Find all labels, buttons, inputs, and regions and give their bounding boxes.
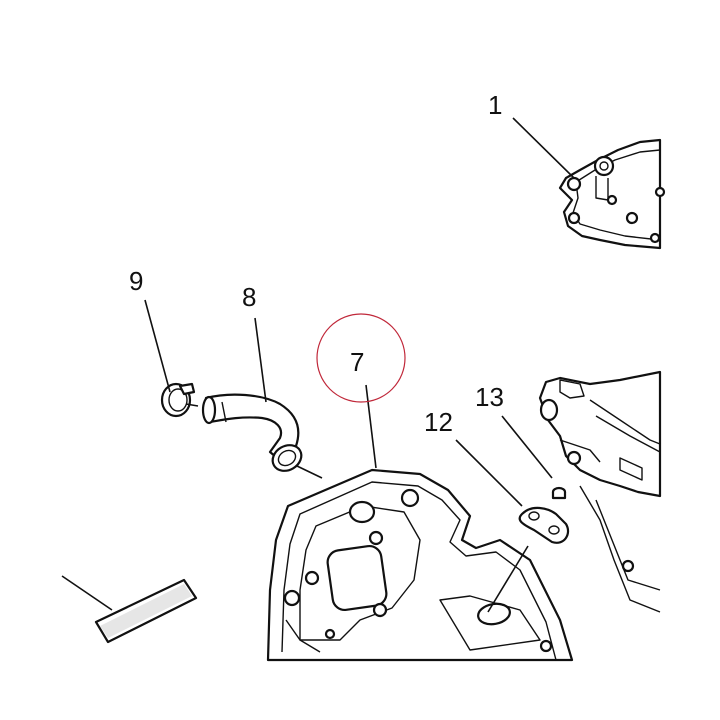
leader-9: [144, 299, 171, 393]
callout-9: 9: [129, 266, 143, 296]
callout-8: 8: [242, 282, 256, 312]
leader-strip: [61, 575, 113, 611]
part-7-cover-body[interactable]: [266, 468, 574, 662]
leader-12-gasket: [487, 545, 529, 613]
callout-13: 13: [475, 382, 504, 412]
callout-1: 1: [488, 90, 502, 120]
callout-7: 7: [350, 347, 364, 377]
leader-8: [254, 317, 267, 403]
part-9-clamp[interactable]: [160, 382, 199, 418]
callout-12: 12: [424, 407, 453, 437]
leader-12: [455, 439, 523, 507]
highlight-circle: [316, 313, 406, 403]
part-1-cover[interactable]: [558, 138, 666, 250]
part-12-gasket[interactable]: [518, 506, 570, 544]
leader-1: [512, 117, 575, 179]
leader-13: [501, 415, 553, 479]
part-13-screw[interactable]: [551, 486, 567, 500]
adhesive-strip[interactable]: [94, 578, 198, 644]
part-8-hose[interactable]: [201, 393, 306, 476]
leader-7: [365, 384, 377, 469]
leader-8b: [296, 465, 323, 479]
leader-lines: [61, 117, 575, 613]
engine-block: [538, 370, 662, 613]
